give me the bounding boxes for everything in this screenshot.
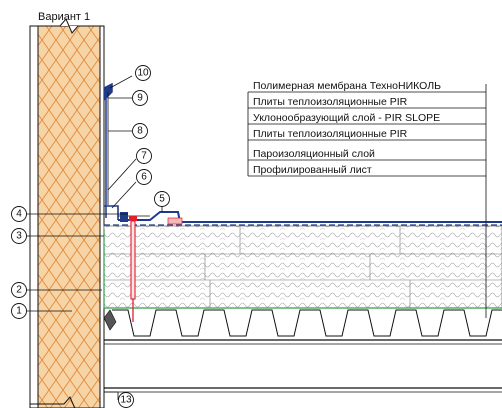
wall-section: [29, 18, 105, 408]
callout-number: 2: [16, 285, 22, 296]
fastener: [129, 216, 137, 322]
callout-number: 13: [120, 395, 132, 406]
roof-insulation: [103, 225, 502, 309]
parapet-flashing: [103, 82, 119, 220]
callout-number: 8: [137, 126, 143, 137]
drawing-title: Вариант 1: [38, 11, 90, 23]
vapor-barrier: [103, 230, 502, 309]
callout-number: 4: [16, 209, 22, 220]
callout-number: 3: [16, 231, 22, 242]
layer-label: Полимерная мембрана ТехноНИКОЛЬ: [253, 80, 441, 92]
callout-number: 5: [159, 194, 165, 205]
callout-markers: 1 2 3 4 5 6 7 8 9 10 13: [11, 65, 170, 408]
callout-number: 9: [137, 93, 143, 104]
layer-label: Плиты теплоизоляционные PIR: [253, 96, 408, 108]
callout-number: 7: [141, 151, 147, 162]
profiled-deck: [103, 309, 502, 393]
callout-number: 10: [137, 68, 149, 79]
layer-label: Профилированный лист: [253, 164, 372, 176]
roof-membrane: [104, 211, 502, 226]
layer-legend: Полимерная мембрана ТехноНИКОЛЬ Плиты те…: [247, 80, 486, 177]
callout-number: 6: [141, 172, 147, 183]
callout-number: 1: [16, 306, 22, 317]
layer-label: Уклонообразующий слой - PIR SLOPE: [253, 112, 440, 124]
layer-label: Плиты теплоизоляционные PIR: [253, 128, 408, 140]
layer-label: Пароизоляционный слой: [253, 148, 375, 160]
callout-leaders: [26, 75, 163, 400]
